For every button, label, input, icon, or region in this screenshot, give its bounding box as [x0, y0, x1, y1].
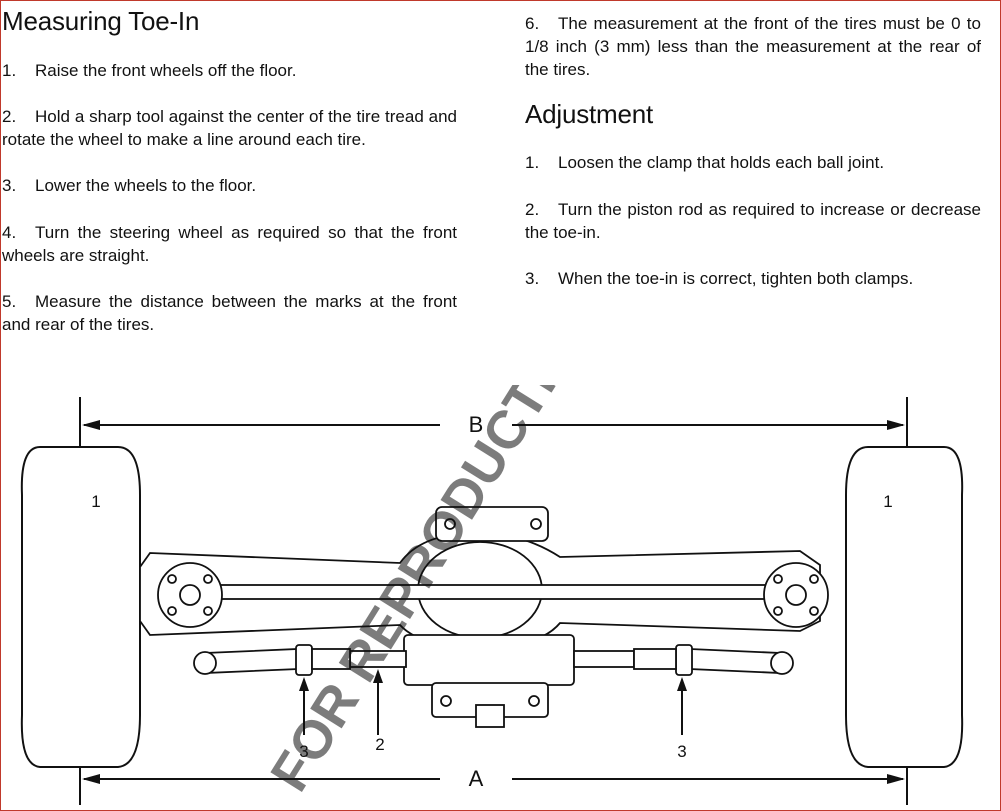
measuring-step-1: 1.Raise the front wheels off the floor.: [2, 61, 297, 80]
dimension-a: [82, 774, 905, 784]
right-ball-joint: [770, 651, 794, 675]
dimension-b-label: B: [469, 412, 484, 437]
measuring-step-6: 6.The measurement at the front of the ti…: [525, 14, 981, 79]
piston-rod-right: [573, 650, 635, 668]
axle-diagram-svg: FOR REPRODUCTION B A 1 1 3 2 3: [20, 385, 964, 805]
right-drag-link: [689, 648, 781, 674]
left-tire-label: 1: [91, 492, 100, 511]
adjustment-step-3: 3.When the toe-in is correct, tighten bo…: [525, 269, 914, 288]
callout-2: 2: [375, 735, 384, 754]
measuring-step-4: 4.Turn the steering wheel as required so…: [2, 223, 457, 265]
tie-rod: [199, 584, 781, 600]
adjustment-step-1: 1.Loosen the clamp that holds each ball …: [525, 153, 885, 172]
dimension-a-label: A: [469, 766, 484, 791]
adjustment-heading: Adjustment: [525, 99, 654, 129]
measuring-step-2: 2.Hold a sharp tool against the center o…: [2, 107, 457, 149]
right-tire: [845, 446, 964, 768]
steering-cylinder: [403, 634, 575, 686]
left-ball-joint: [193, 651, 217, 675]
measuring-step-5: 5.Measure the distance between the marks…: [2, 292, 457, 334]
callout-3-left: 3: [299, 742, 308, 761]
adjustment-step-2: 2.Turn the piston rod as required to inc…: [525, 200, 981, 242]
right-clamp: [675, 644, 693, 676]
right-tire-label: 1: [883, 492, 892, 511]
measuring-toe-in-heading: Measuring Toe-In: [2, 6, 200, 36]
dimension-b: [82, 420, 905, 430]
left-tire: [20, 446, 141, 768]
callout-3-right: 3: [677, 742, 686, 761]
left-drag-link: [204, 648, 299, 674]
toe-in-axle-diagram: FOR REPRODUCTION B A 1 1 3 2 3: [0, 385, 1001, 811]
top-mount: [435, 506, 549, 542]
left-clamp: [295, 644, 313, 676]
measuring-step-3: 3.Lower the wheels to the floor.: [2, 176, 257, 195]
